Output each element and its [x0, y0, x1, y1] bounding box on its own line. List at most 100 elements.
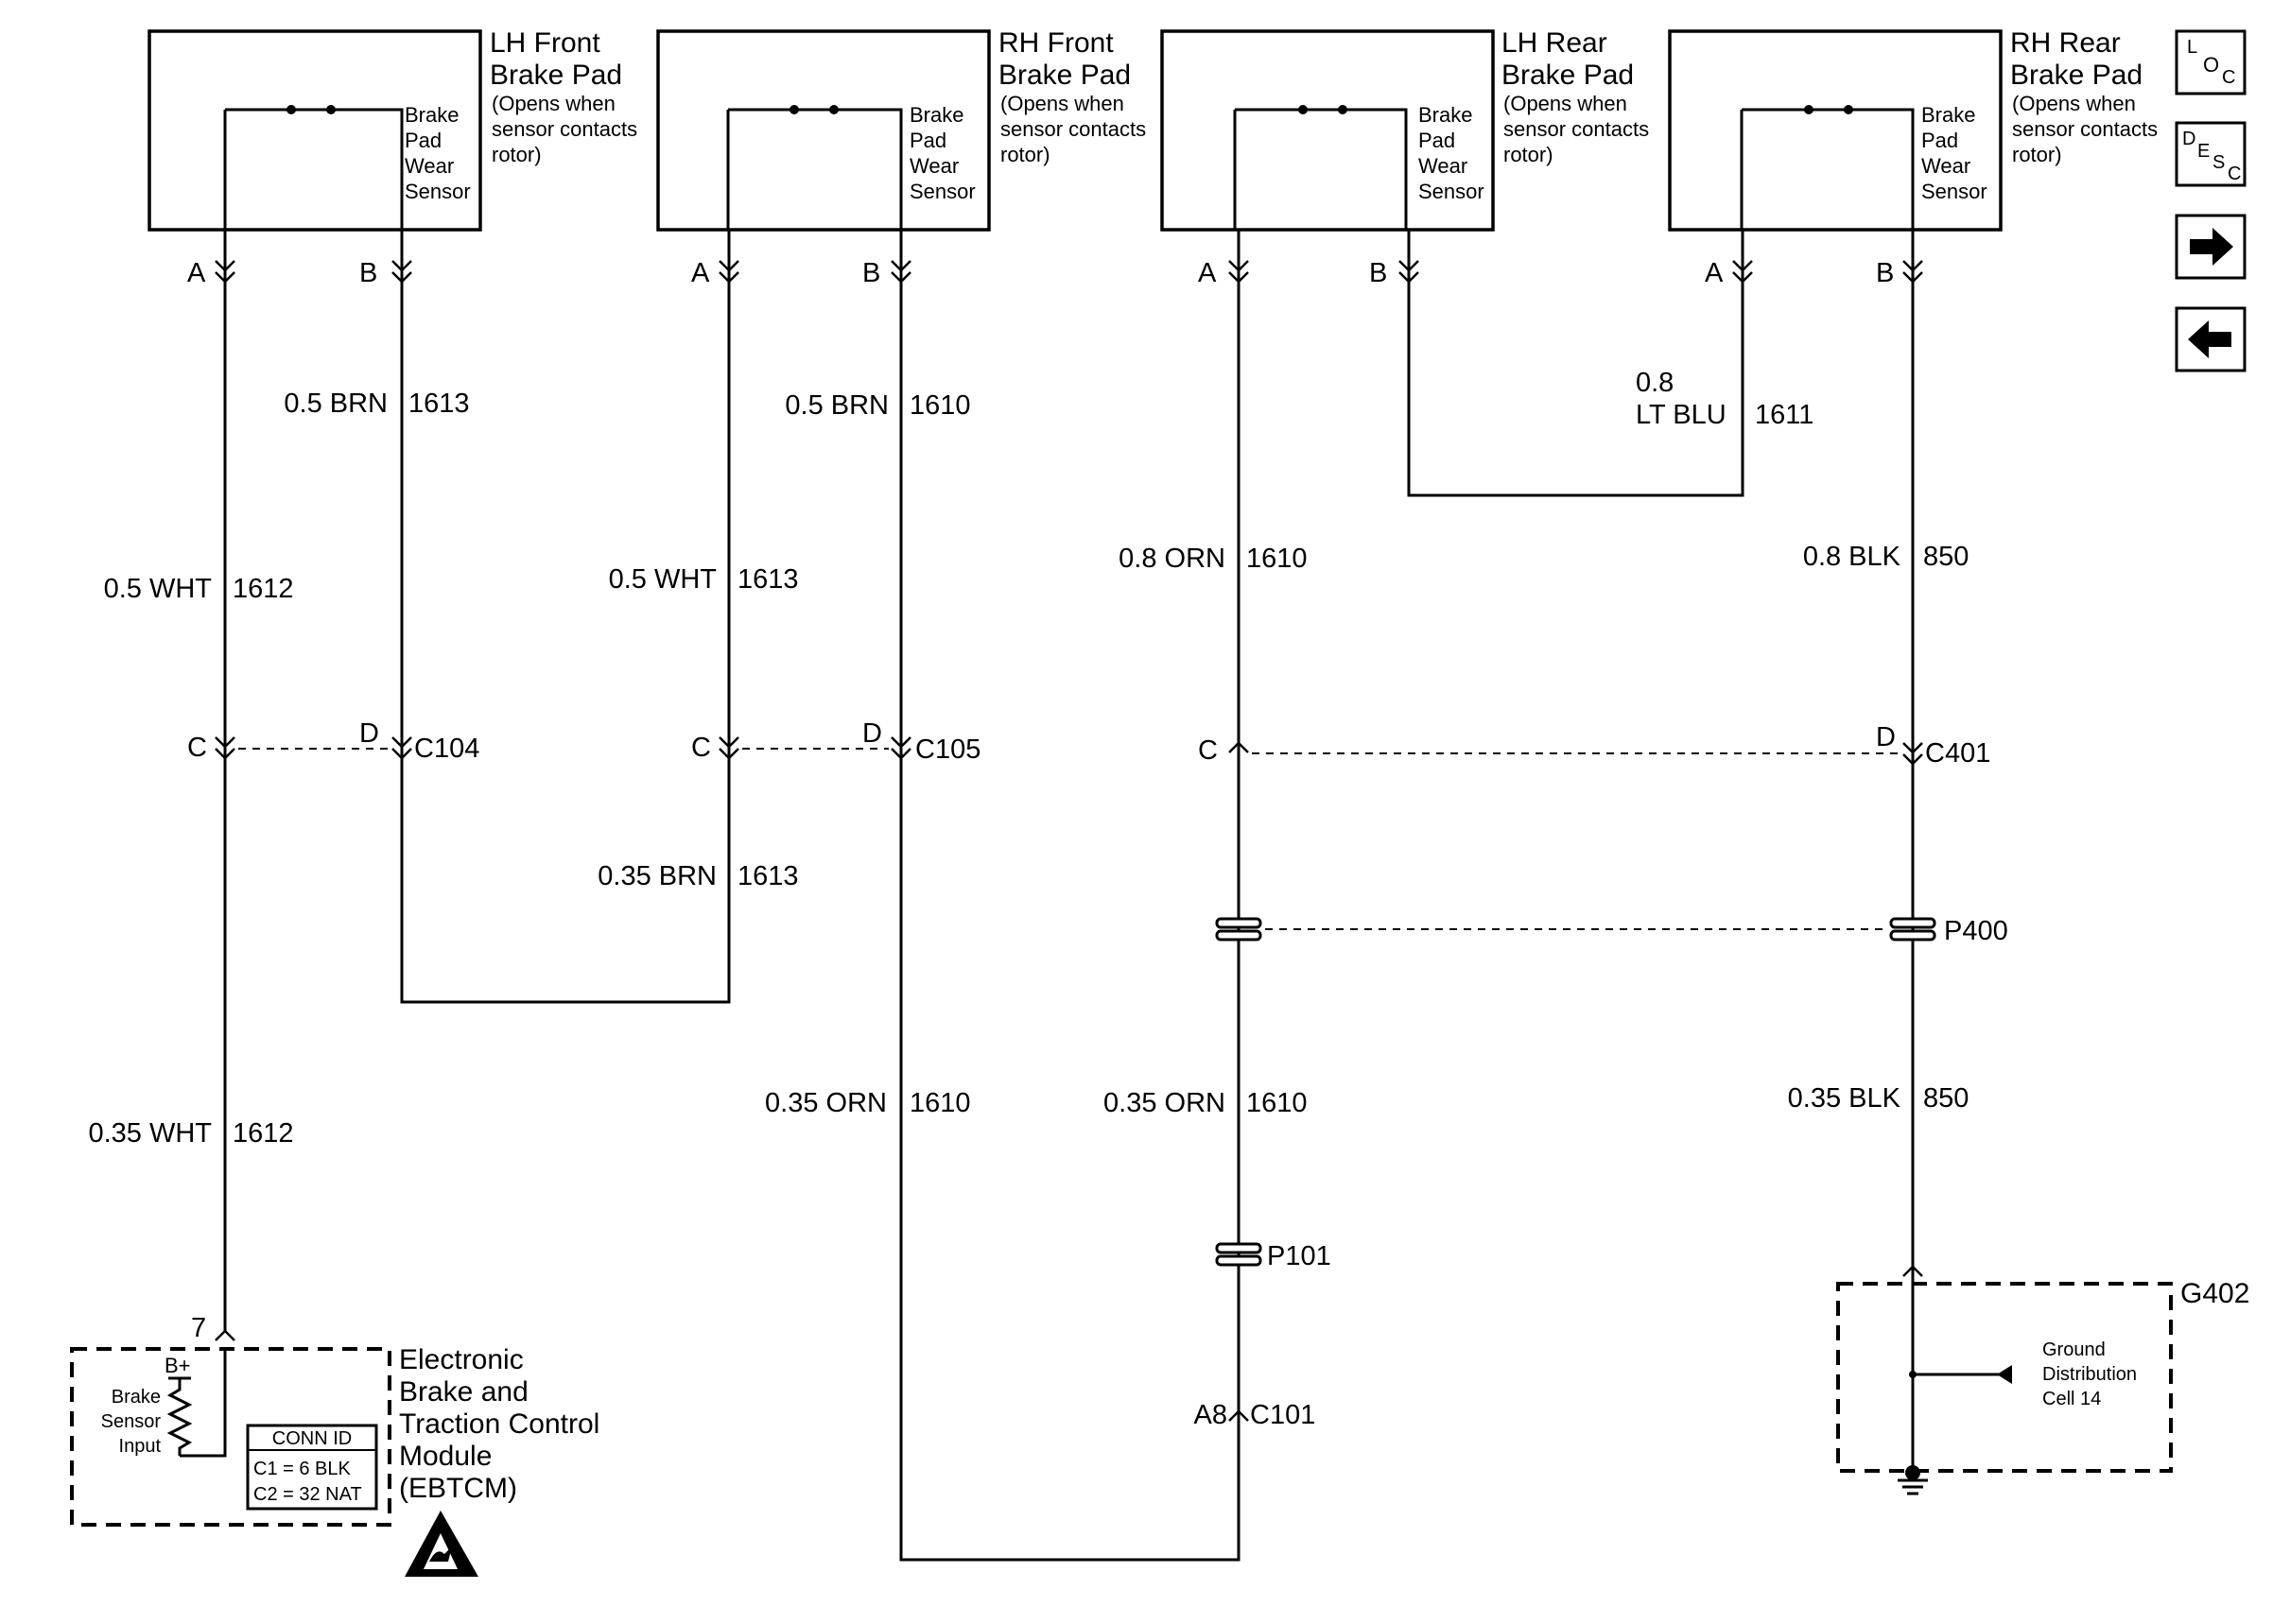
- pin-b: B: [359, 258, 377, 288]
- pin-d: D: [862, 718, 882, 749]
- arrow-left-icon: [2188, 320, 2231, 358]
- module-name: Electronic: [399, 1344, 524, 1375]
- pin-a: A: [691, 258, 710, 288]
- desc-letter: C: [2228, 164, 2241, 184]
- sensor-label: Pad: [910, 129, 946, 152]
- sensor-label: Pad: [1418, 129, 1455, 152]
- sensor-label: Brake: [910, 103, 963, 127]
- sensor-note: rotor): [1000, 143, 1050, 166]
- pin-label: A8: [1194, 1400, 1227, 1430]
- loc-letter: L: [2187, 37, 2197, 58]
- connector-name: C101: [1250, 1400, 1315, 1430]
- sensor-label: Sensor: [910, 180, 976, 203]
- sensor-note: rotor): [2012, 143, 2062, 166]
- next-button[interactable]: [2175, 214, 2247, 280]
- wire-circuit: 1611: [1755, 400, 1813, 430]
- sensor-lh-rear: Brake Pad Wear Sensor LH Rear Brake Pad …: [1160, 27, 1649, 288]
- sensor-label: Sensor: [1921, 180, 1987, 203]
- sensor-note: (Opens when: [2012, 92, 2136, 115]
- esd-warning-icon: [405, 1511, 478, 1577]
- ground-text: Ground: [2042, 1339, 2106, 1360]
- sensor-label: Wear: [1418, 154, 1467, 178]
- pin-b: B: [1369, 258, 1387, 288]
- conn-id-row: C2 = 32 NAT: [253, 1484, 362, 1505]
- sensor-title: Brake Pad: [1501, 60, 1634, 91]
- sensor-lh-front: Brake Pad Wear Sensor LH Front Brake Pad…: [147, 27, 637, 288]
- sensor-rh-front: Brake Pad Wear Sensor RH Front Brake Pad…: [656, 27, 1146, 288]
- module-name: Brake and: [399, 1376, 529, 1408]
- wire-gauge: 0.35 BRN: [598, 861, 717, 891]
- wire-labels: 0.5 BRN 1613 0.5 WHT 1612 0.35 WHT 1612 …: [88, 368, 1969, 1149]
- wire-gauge: 0.8: [1636, 368, 1674, 398]
- pin-b: B: [1876, 258, 1894, 288]
- wire-circuit: 1610: [1246, 544, 1308, 574]
- pin-b: B: [862, 258, 880, 288]
- wire-circuit: 1613: [408, 389, 470, 419]
- conn-id-title: CONN ID: [272, 1428, 352, 1449]
- input-label: Sensor: [101, 1411, 162, 1432]
- module-name: (EBTCM): [399, 1473, 517, 1504]
- ebtcm-module: 7 B+ Brake Sensor Input CONN ID C1 = 6 B…: [70, 1313, 599, 1577]
- sensor-note: sensor contacts: [1503, 117, 1649, 141]
- sensor-title: RH Front: [998, 27, 1114, 59]
- wire-circuit: 1612: [233, 574, 294, 604]
- wire-circuit: 1610: [1246, 1088, 1308, 1118]
- desc-button[interactable]: D E S C: [2175, 121, 2247, 187]
- module-name: Module: [399, 1441, 492, 1472]
- connector-name: C401: [1925, 738, 1990, 769]
- wire-gauge: 0.8 BLK: [1803, 542, 1901, 572]
- desc-letter: E: [2197, 141, 2210, 162]
- sensor-title: Brake Pad: [490, 60, 622, 91]
- ground-name: G402: [2180, 1278, 2249, 1309]
- connector-name: P400: [1944, 916, 2008, 946]
- ground-g402: G402 Ground Distribution Cell 14: [1836, 1265, 2249, 1495]
- wire-gauge: 0.35 WHT: [88, 1118, 212, 1149]
- wire-gauge: 0.5 WHT: [609, 564, 718, 595]
- wire-circuit: 850: [1923, 1083, 1969, 1114]
- sensor-note: (Opens when: [1000, 92, 1124, 115]
- wire-gauge: 0.5 WHT: [104, 574, 213, 604]
- sensor-label: Wear: [910, 154, 959, 178]
- wire-gauge: 0.35 ORN: [765, 1088, 887, 1118]
- pass-through-p400: P400: [1215, 916, 2008, 946]
- pin-c: C: [187, 733, 207, 763]
- ground-text: Distribution: [2042, 1364, 2137, 1385]
- connector-c104: C D C104: [187, 718, 479, 764]
- pass-through-p101: P101: [1215, 1241, 1331, 1271]
- wire-gauge: LT BLU: [1636, 400, 1726, 430]
- input-label: Input: [119, 1436, 162, 1457]
- back-button[interactable]: [2175, 306, 2247, 372]
- sensor-label: Sensor: [405, 180, 471, 203]
- sensor-title: RH Rear: [2010, 27, 2121, 59]
- arrow-right-icon: [2190, 228, 2233, 266]
- sensor-label: Pad: [405, 129, 442, 152]
- wire-gauge: 0.5 BRN: [785, 390, 889, 421]
- pin-number: 7: [191, 1313, 206, 1343]
- sensor-note: rotor): [1503, 143, 1553, 166]
- connector-c101: A8 C101: [1194, 1400, 1316, 1430]
- sensor-note: (Opens when: [492, 92, 616, 115]
- sensor-note: rotor): [492, 143, 542, 166]
- pin-c: C: [691, 733, 711, 763]
- sensor-label: Sensor: [1418, 180, 1484, 203]
- wire-gauge: 0.35 ORN: [1103, 1088, 1225, 1118]
- sensor-label: Brake: [405, 103, 459, 127]
- loc-letter: O: [2203, 53, 2219, 77]
- sensor-label: Wear: [1921, 154, 1970, 178]
- connector-name: P101: [1267, 1241, 1331, 1271]
- wire-circuit: 1613: [737, 564, 799, 595]
- sensor-title: Brake Pad: [998, 60, 1131, 91]
- pin-connector-marks: [215, 260, 1923, 284]
- module-name: Traction Control: [399, 1408, 599, 1440]
- connector-c401: C D C401: [1198, 722, 1990, 769]
- sensor-note: sensor contacts: [492, 117, 637, 141]
- wire-runs: [223, 230, 1915, 1562]
- connector-name: C105: [915, 734, 980, 765]
- input-label: Brake: [112, 1387, 161, 1408]
- wire-circuit: 1610: [910, 390, 971, 421]
- sensor-title: LH Rear: [1501, 27, 1607, 59]
- wire-circuit: 1610: [910, 1088, 971, 1118]
- wire-circuit: 1612: [233, 1118, 294, 1149]
- loc-button[interactable]: L O C: [2175, 29, 2247, 95]
